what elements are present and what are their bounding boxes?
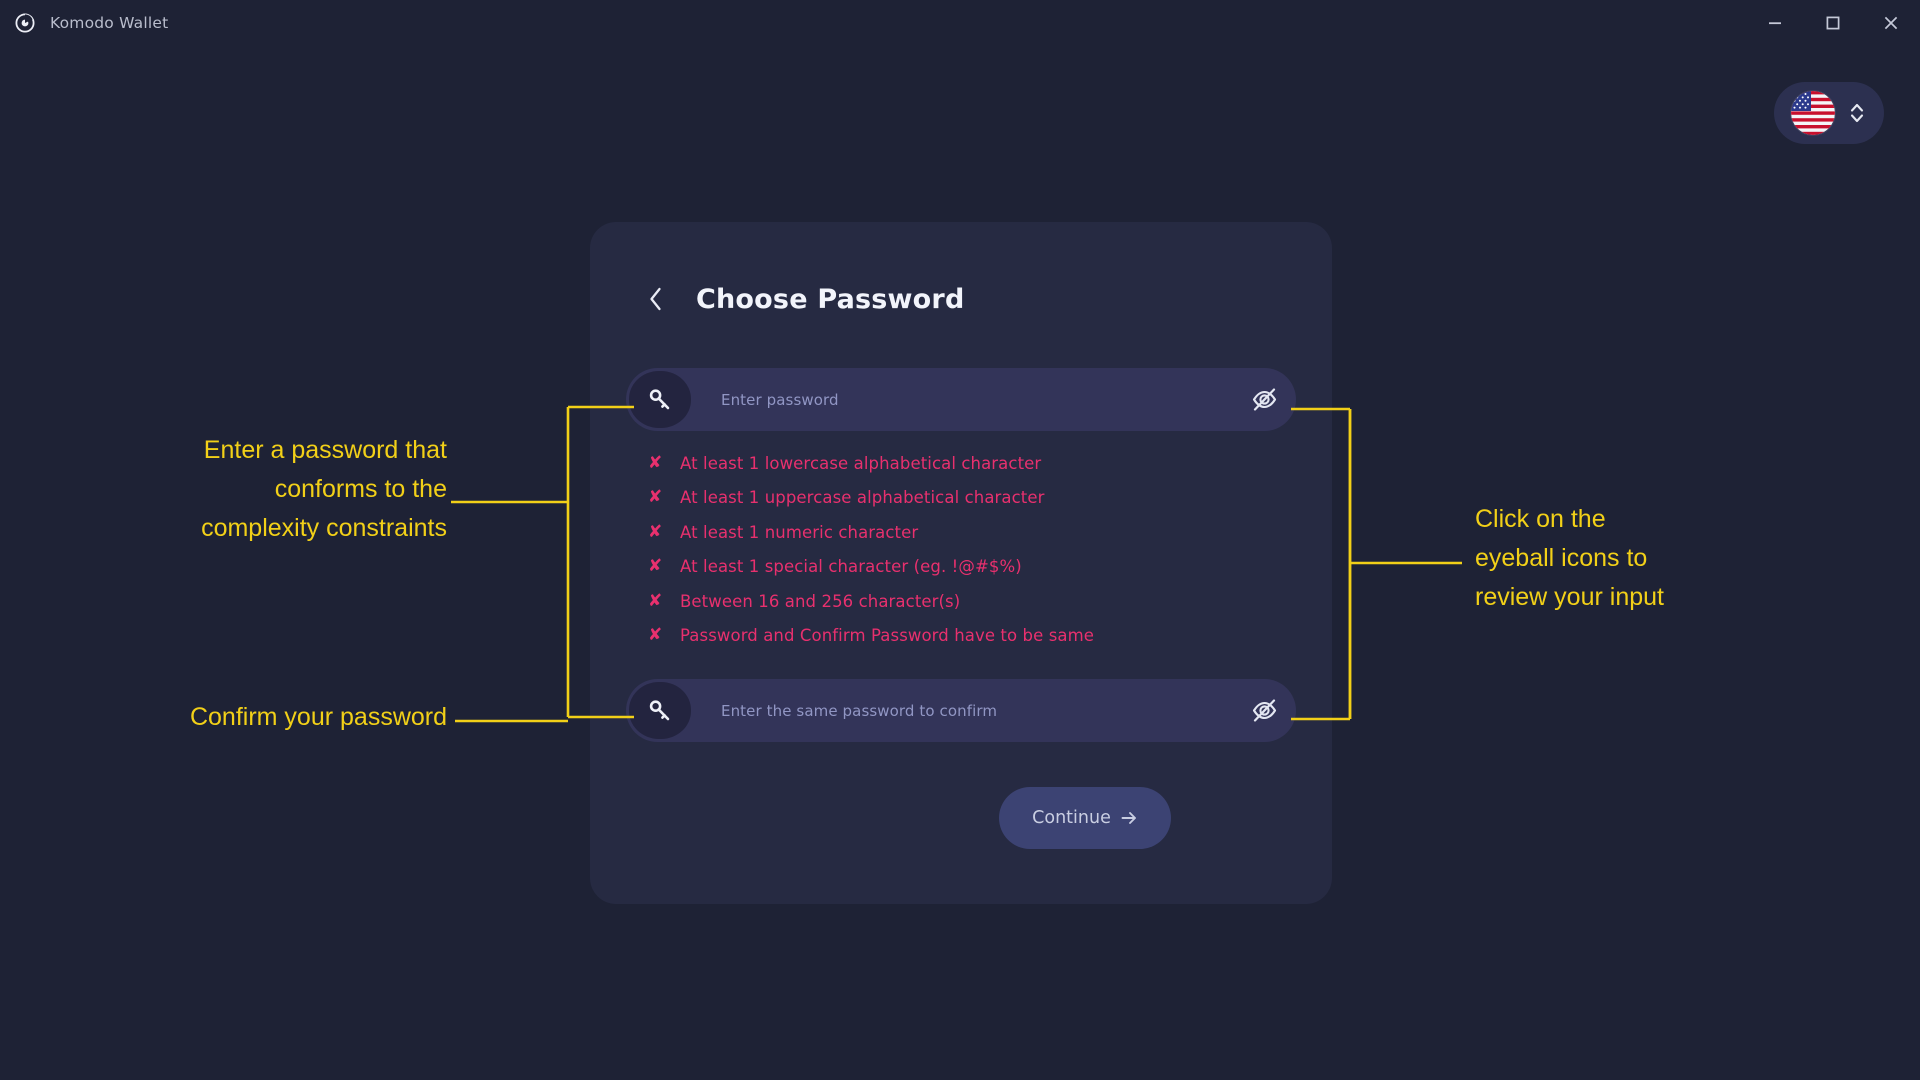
choose-password-card: Choose Password Enter password [590, 222, 1332, 904]
rule-label: At least 1 special character (eg. !@#$%) [680, 557, 1022, 577]
eye-off-icon[interactable] [1232, 679, 1296, 742]
rule-label: At least 1 lowercase alphabetical charac… [680, 453, 1042, 473]
arrow-right-icon [1120, 809, 1138, 827]
confirm-password-field[interactable]: Enter the same password to confirm [626, 679, 1296, 742]
close-icon[interactable] [1862, 0, 1920, 46]
rule-item: ✘ At least 1 numeric character [648, 515, 1268, 550]
minimize-icon[interactable] [1746, 0, 1804, 46]
chevron-up-down-icon [1847, 100, 1867, 126]
rule-item: ✘ At least 1 uppercase alphabetical char… [648, 481, 1268, 516]
rule-label: At least 1 uppercase alphabetical charac… [680, 488, 1045, 508]
language-selector[interactable] [1774, 82, 1884, 144]
rule-fail-icon: ✘ [648, 625, 663, 646]
confirm-password-input[interactable]: Enter the same password to confirm [721, 701, 998, 720]
page-title: Choose Password [696, 283, 965, 315]
rule-fail-icon: ✘ [648, 521, 663, 542]
rule-label: Password and Confirm Password have to be… [680, 626, 1095, 646]
rule-label: Between 16 and 256 character(s) [680, 591, 961, 611]
annotation-left-bottom: Confirm your password [189, 703, 447, 731]
rule-fail-icon: ✘ [648, 487, 663, 508]
maximize-icon[interactable] [1804, 0, 1862, 46]
password-input[interactable]: Enter password [721, 390, 839, 409]
key-icon [629, 682, 691, 739]
rule-fail-icon: ✘ [648, 590, 663, 611]
title-bar: Komodo Wallet [0, 0, 1920, 46]
rule-item: ✘ At least 1 special character (eg. !@#$… [648, 550, 1268, 585]
key-icon [629, 371, 691, 428]
chevron-left-icon[interactable] [648, 282, 668, 316]
rule-fail-icon: ✘ [648, 452, 663, 473]
komodo-logo-icon [14, 12, 36, 34]
window-controls [1746, 0, 1920, 46]
continue-button[interactable]: Continue [999, 787, 1171, 849]
eye-off-icon[interactable] [1232, 368, 1296, 431]
rule-item: ✘ At least 1 lowercase alphabetical char… [648, 446, 1268, 481]
annotation-right: Click on the eyeball icons to review you… [1475, 505, 1664, 611]
continue-button-label: Continue [1032, 808, 1111, 828]
rule-item: ✘ Between 16 and 256 character(s) [648, 584, 1268, 619]
rule-item: ✘ Password and Confirm Password have to … [648, 619, 1268, 654]
annotation-left-top: Enter a password that conforms to the co… [201, 436, 447, 542]
rule-fail-icon: ✘ [648, 556, 663, 577]
app-title: Komodo Wallet [50, 14, 169, 32]
rule-label: At least 1 numeric character [680, 522, 919, 542]
us-flag-icon [1791, 91, 1835, 135]
password-rules-list: ✘ At least 1 lowercase alphabetical char… [648, 446, 1268, 653]
password-field[interactable]: Enter password [626, 368, 1296, 431]
card-header: Choose Password [590, 222, 1332, 316]
